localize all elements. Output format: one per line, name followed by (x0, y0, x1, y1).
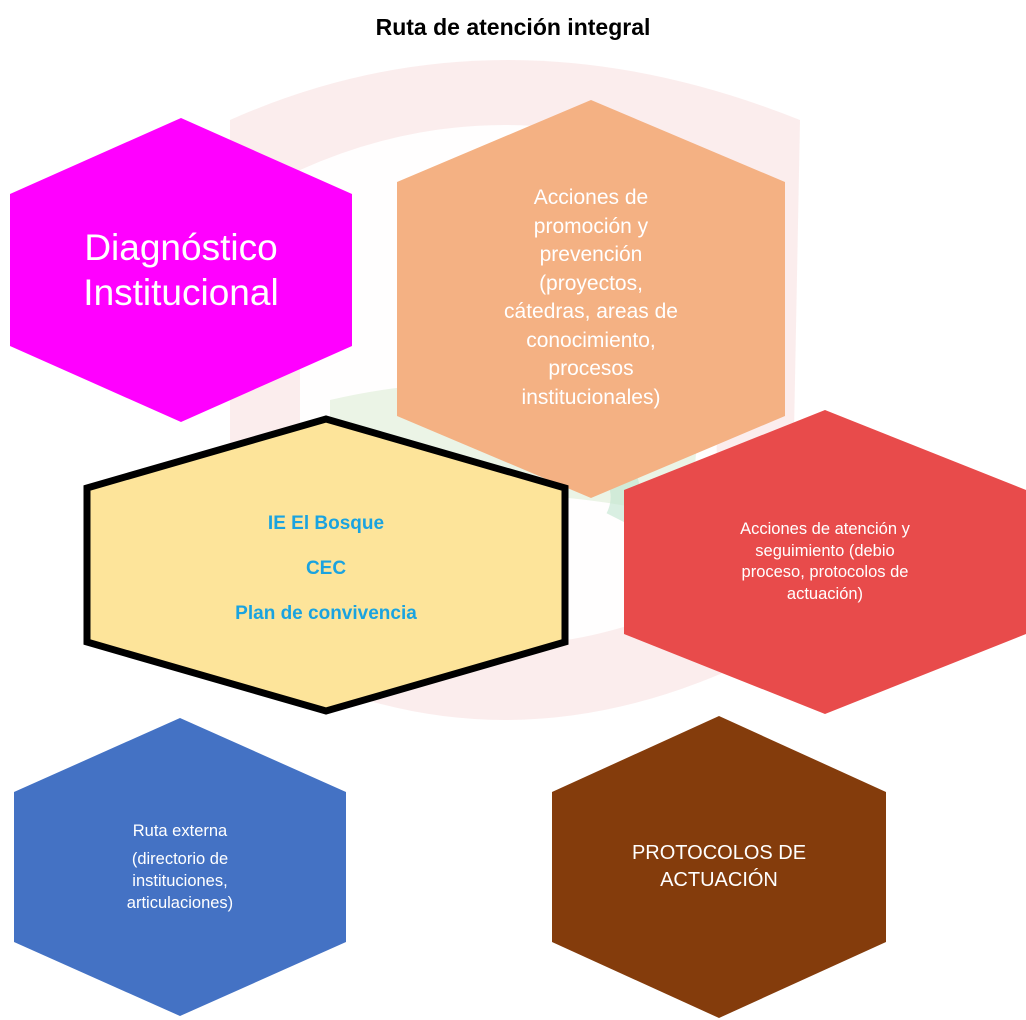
hex-promocion-text: Acciones de promoción y prevención (proy… (437, 160, 745, 436)
bosque-line: CEC (305, 557, 347, 579)
atencion-line: proceso, protocolos de (741, 563, 909, 581)
promocion-line: Acciones de (533, 186, 649, 209)
hex-bosque-text: IE El Bosque CEC Plan de convivencia (122, 500, 530, 636)
hex-protocolos: PROTOCOLOS DE ACTUACIÓN (552, 716, 886, 1018)
ruta-externa-line: (directorio de (131, 850, 229, 868)
ruta-externa-line: articulaciones) (126, 894, 234, 912)
hex-atencion: Acciones de atención y seguimiento (debi… (624, 410, 1026, 714)
hex-ruta-externa: Ruta externa (directorio de institucione… (14, 718, 346, 1016)
diagnostico-line: Institucional (83, 272, 279, 313)
ruta-externa-line: Ruta externa (132, 822, 228, 840)
hex-protocolos-text: PROTOCOLOS DE ACTUACIÓN (576, 796, 862, 938)
promocion-line: procesos (548, 357, 634, 380)
hex-ruta-externa-text: Ruta externa (directorio de institucione… (44, 796, 316, 938)
hex-atencion-text: Acciones de atención y seguimiento (debi… (654, 490, 996, 634)
promocion-line: institucionales) (521, 385, 661, 409)
hex-bosque: IE El Bosque CEC Plan de convivencia (82, 414, 570, 716)
ruta-externa-line: instituciones, (132, 872, 228, 890)
diagnostico-line: Diagnóstico (84, 227, 278, 268)
protocolos-line: PROTOCOLOS DE (631, 842, 807, 864)
promocion-line: prevención (539, 243, 643, 266)
hex-diagnostico-text: Diagnóstico Institucional (30, 198, 332, 342)
protocolos-line: ACTUACIÓN (660, 869, 778, 891)
promocion-line: (proyectos, (539, 271, 643, 295)
diagram-title: Ruta de atención integral (375, 14, 651, 40)
hex-diagnostico: Diagnóstico Institucional (10, 118, 352, 422)
hex-promocion: Acciones de promoción y prevención (proy… (397, 100, 785, 498)
atencion-line: actuación) (786, 584, 864, 603)
atencion-line: seguimiento (debio (755, 541, 895, 560)
bosque-line: IE El Bosque (267, 512, 385, 534)
promocion-line: promoción y (533, 214, 649, 238)
bosque-line: Plan de convivencia (235, 602, 417, 624)
atencion-line: Acciones de atención y (740, 520, 910, 538)
promocion-line: cátedras, areas de (504, 300, 678, 323)
promocion-line: conocimiento, (526, 328, 656, 352)
